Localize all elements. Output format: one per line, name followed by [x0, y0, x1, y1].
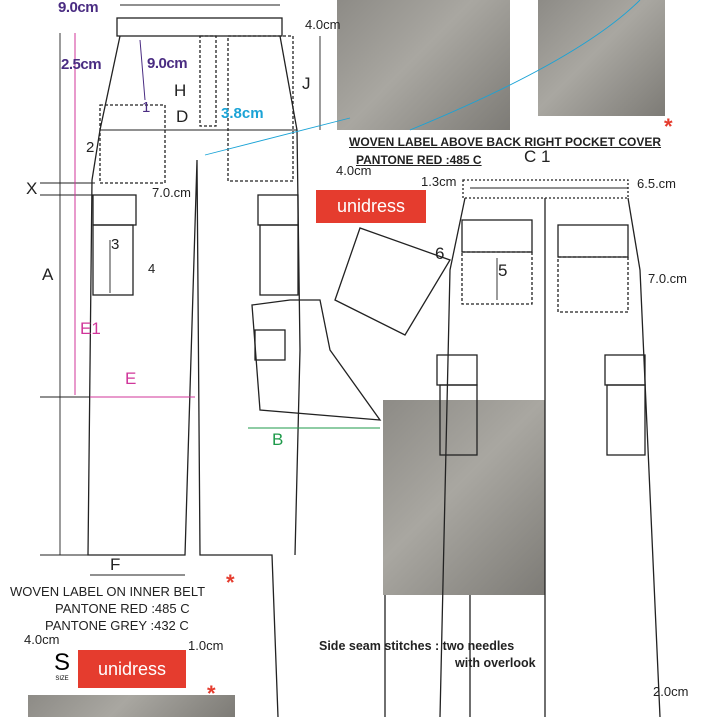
side-seam-photo: [383, 400, 545, 595]
inner-belt-woven-label: unidress: [78, 650, 186, 688]
dim-4: 4: [148, 261, 156, 276]
front-pocket-photo: [337, 0, 510, 130]
back-woven-label: unidress: [316, 190, 426, 223]
dim-1: 1: [142, 99, 151, 116]
size-tag: S SIZE: [46, 650, 78, 688]
pocket-edge-dim-label: 2.5cm: [61, 56, 102, 73]
back-label-height: 1.3cm: [421, 174, 457, 189]
dim-j: J: [302, 74, 311, 93]
dim-5: 5: [498, 261, 508, 280]
required-mark: *: [664, 114, 673, 139]
dim-x: X: [26, 179, 38, 198]
waist-dim-label: 9.0cm: [58, 0, 99, 16]
required-mark-2: *: [226, 570, 235, 595]
inner-belt-pantone-red: PANTONE RED :485 C: [55, 601, 190, 616]
hem-dim-label: 2.0cm: [653, 684, 689, 699]
required-mark-3: *: [207, 681, 216, 706]
dim-b: B: [272, 430, 284, 449]
cargo-flap-dim-label: 7.0.cm: [152, 185, 192, 200]
dim-6: 6: [435, 244, 445, 263]
back-label-title: WOVEN LABEL ABOVE BACK RIGHT POCKET COVE…: [349, 135, 662, 149]
back-label-width: 4.0cm: [336, 163, 372, 178]
dim-c1: C 1: [524, 147, 551, 166]
brand-text-2: unidress: [97, 658, 167, 679]
inner-belt-title: WOVEN LABEL ON INNER BELT: [10, 584, 206, 599]
dim-f: F: [110, 555, 121, 574]
fly-dim-label: 3.8cm: [221, 105, 264, 122]
back-pocket-dim-label: 7.0.cm: [648, 271, 688, 286]
dim-h: H: [174, 81, 187, 100]
inner-belt-width: 4.0cm: [24, 632, 60, 647]
front-pants-outline: [87, 17, 301, 717]
dim-d: D: [176, 107, 189, 126]
inner-belt-pantone-grey: PANTONE GREY :432 C: [45, 618, 189, 633]
belt-loop-dim-label: 9.0cm: [147, 55, 188, 72]
back-pants-outline: [384, 179, 661, 717]
folded-leg-outline: [251, 227, 451, 421]
dim-a: A: [42, 265, 54, 284]
size-caption: SIZE: [55, 676, 69, 682]
back-label-pantone: PANTONE RED :485 C: [356, 153, 482, 167]
dim-2: 2: [86, 139, 95, 156]
elastic-dim-label: 6.5.cm: [637, 176, 677, 191]
side-seam-note-2: with overlook: [455, 656, 536, 670]
inner-belt-height: 1.0cm: [188, 638, 224, 653]
dim-3: 3: [111, 236, 120, 253]
dim-e1: E1: [80, 319, 101, 338]
size-letter: S: [53, 649, 70, 676]
waistband-dim-label: 4.0cm: [305, 17, 341, 32]
back-pocket-photo: [538, 0, 665, 116]
waistband-photo: [28, 695, 235, 717]
brand-text: unidress: [336, 196, 406, 216]
side-seam-note-1: Side seam stitches : two needles: [319, 639, 515, 653]
dim-e: E: [125, 369, 137, 388]
